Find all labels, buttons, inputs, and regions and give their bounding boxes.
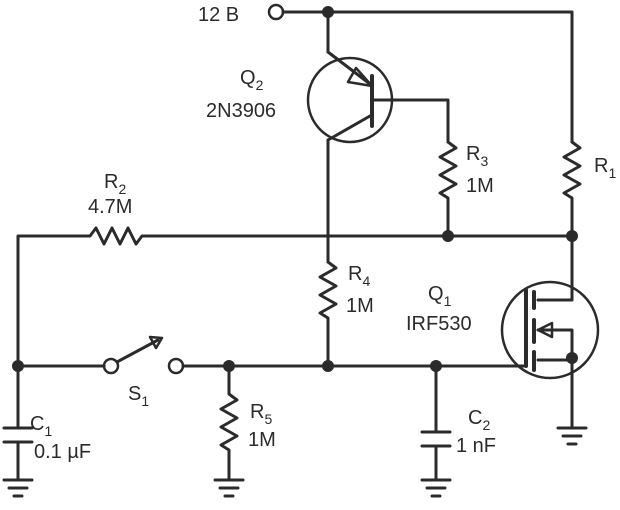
junction-q1-source (566, 352, 578, 364)
r4-value: 1M (346, 295, 374, 317)
c1-value: 0.1 µF (34, 441, 91, 463)
junction-r3-rail (442, 230, 454, 242)
q2-part: 2N3906 (206, 100, 276, 122)
r2-value: 4.7M (88, 196, 132, 218)
supply-terminal: 12 B (198, 3, 285, 26)
ground-c2 (420, 478, 452, 498)
resistor-r3 (438, 140, 458, 238)
c2-ref: C2 (468, 407, 490, 433)
wire-top-rail (281, 10, 574, 144)
c1-ref: C1 (30, 413, 52, 439)
r3-value: 1M (466, 175, 494, 197)
r5-value: 1M (248, 429, 276, 451)
q1-ref: Q1 (428, 283, 452, 309)
resistor-r5 (219, 364, 239, 482)
q1-part: IRF530 (406, 313, 472, 335)
s1-ref: S1 (128, 383, 149, 409)
wire-middle-rail (16, 226, 574, 368)
r4-ref: R4 (348, 263, 370, 289)
r5-ref: R5 (250, 401, 272, 427)
resistor-r1 (562, 140, 582, 238)
r3-ref: R3 (466, 143, 488, 169)
resistor-r4 (318, 260, 338, 368)
supply-label: 12 B (198, 4, 239, 26)
junction-r4 (322, 360, 334, 372)
transistor-q2 (306, 10, 450, 144)
ground-c1 (2, 478, 34, 498)
r1-ref: R1 (594, 155, 616, 181)
q2-ref: Q2 (240, 67, 264, 93)
switch-s1 (102, 335, 185, 375)
r2-ref: R2 (104, 171, 126, 197)
capacitor-c2 (420, 364, 452, 482)
ground-q1 (556, 426, 588, 446)
ground-r5 (213, 478, 245, 498)
capacitor-c1 (2, 364, 34, 482)
transistor-q1 (498, 234, 600, 430)
c2-value: 1 nF (456, 435, 496, 457)
